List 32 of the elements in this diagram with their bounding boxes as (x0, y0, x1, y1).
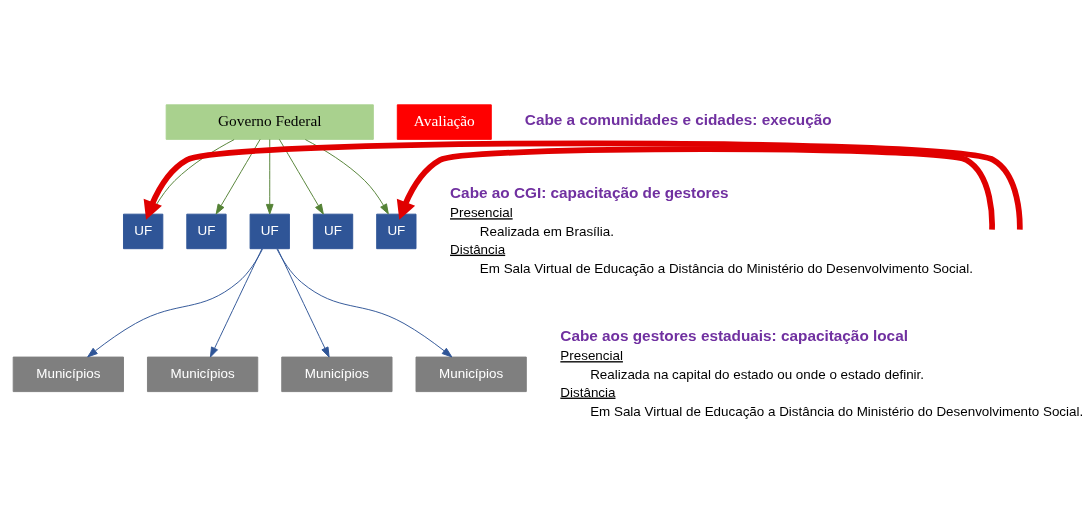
node-box: UF (249, 213, 290, 250)
arrow (265, 138, 274, 215)
node-box: Avaliação (396, 104, 492, 140)
label: Cabe aos gestores estaduais: capacitação local (560, 326, 908, 344)
arrow (215, 138, 261, 215)
label: Realizada na capital do estado ou onde o estado definir. (590, 367, 925, 383)
node-box: Municípios (12, 356, 124, 393)
label: Distância (450, 241, 506, 257)
arrow (304, 139, 389, 215)
node-box: Governo Federal (165, 104, 374, 140)
arrow (278, 138, 324, 215)
arrow (277, 248, 330, 358)
node-box: UF (376, 213, 417, 250)
node-box: UF (186, 213, 227, 250)
arrow (87, 248, 263, 358)
label: Presencial (560, 348, 623, 364)
label: Presencial (450, 205, 513, 221)
label: Cabe a comunidades e cidades: execução (524, 110, 832, 128)
node-box: UF (312, 213, 354, 250)
node-box: Municípios (281, 356, 393, 393)
arrow (396, 146, 995, 230)
label: Realizada em Brasília. (479, 224, 614, 240)
node-box: Municípios (147, 356, 259, 393)
node-box: Municípios (415, 356, 527, 393)
label: Em Sala Virtual de Educação a Distância do Ministério do Desenvolvimento Social. (479, 260, 973, 276)
arrow (143, 140, 1023, 230)
node-box: UF (123, 213, 164, 250)
arrow (276, 248, 453, 358)
label: Distância (560, 384, 616, 400)
label: Em Sala Virtual de Educação a Distância do Ministério do Desenvolvimento Social. (590, 403, 1084, 419)
label: Cabe ao CGI: capacitação de gestores (450, 183, 729, 201)
arrow (209, 248, 263, 358)
